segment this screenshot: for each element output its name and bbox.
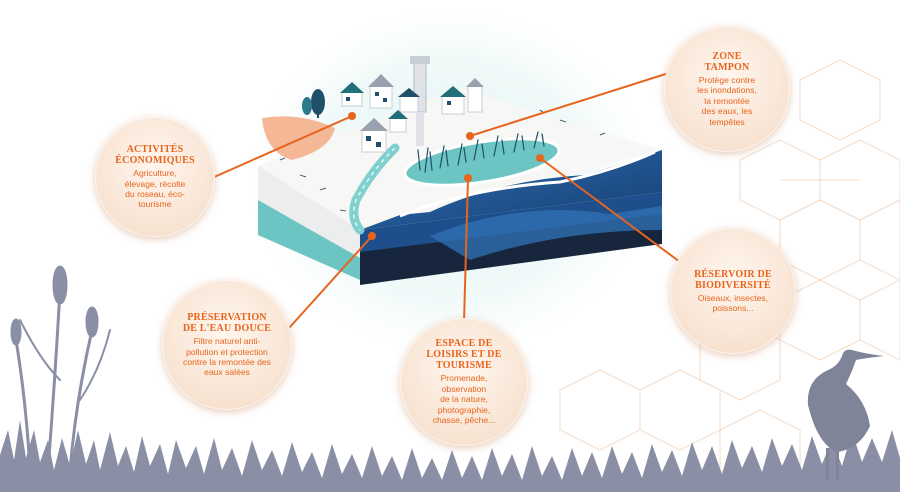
title-line: ACTIVITÉS [126, 144, 184, 156]
farm-field [262, 116, 335, 160]
title-line: TAMPON [704, 61, 750, 73]
bubble-title: ACTIVITÉS ÉCONOMIQUES [115, 144, 194, 166]
bubble-description: Protège contre les inondations, la remon… [697, 75, 757, 127]
desc-line: du roseau, éco- [125, 189, 185, 199]
desc-line: Protège contre [698, 74, 756, 85]
reed-plant [10, 265, 111, 472]
desc-line: tourisme [138, 199, 172, 210]
desc-line: chasse, pêche... [432, 415, 496, 426]
house [388, 110, 408, 133]
connector-activites [211, 115, 353, 179]
house [360, 118, 388, 153]
bubble-espace-loisirs-tourisme: ESPACE DE LOISIRS ET DE TOURISME Promena… [400, 318, 528, 446]
bubble-preservation-eau-douce: PRÉSERVATION DE L'EAU DOUCE Filtre natur… [162, 280, 292, 410]
trees [302, 89, 325, 118]
desc-line: élevage, récolte [124, 178, 186, 189]
desc-line: Promenade, [440, 373, 488, 384]
reeds [417, 131, 545, 173]
bubble-description: Promenade, observation de la nature, pho… [433, 373, 496, 425]
title-line: BIODIVERSITÉ [695, 279, 771, 291]
desc-line: Oiseaux, insectes, [697, 292, 769, 303]
bubble-reservoir-biodiversite: RÉSERVOIR DE BIODIVERSITÉ Oiseaux, insec… [670, 228, 796, 354]
desc-line: tempêtes [709, 116, 745, 127]
bubble-title: ZONE TAMPON [705, 51, 750, 73]
bubble-title: ESPACE DE LOISIRS ET DE TOURISME [426, 338, 501, 371]
connector-zone-tampon [469, 71, 673, 137]
desc-line: Filtre naturel anti- [193, 336, 261, 347]
desc-line: contre la remontée des [183, 357, 271, 367]
connector-eau-douce [279, 235, 373, 339]
house [368, 74, 394, 109]
title-line: DE L'EAU DOUCE [182, 323, 272, 335]
connector-dots [348, 112, 544, 240]
connector-loisirs [463, 177, 469, 323]
desc-line: photographie, [437, 404, 491, 415]
block-left-face [258, 166, 360, 262]
house [466, 78, 484, 113]
desc-line: les inondations, [697, 85, 757, 96]
sea-shore [399, 150, 656, 218]
title-line: RÉSERVOIR DE [694, 268, 772, 280]
desc-line: des eaux, les [701, 106, 753, 117]
title-line: LOISIRS ET DE [426, 349, 502, 361]
desc-line: eaux salées [204, 367, 250, 378]
grass-silhouette [0, 420, 900, 492]
bubble-title: PRÉSERVATION DE L'EAU DOUCE [183, 312, 271, 334]
desc-line: Agriculture, [133, 168, 177, 179]
block-front-waves [430, 206, 662, 260]
bubble-description: Oiseaux, insectes, poissons... [698, 293, 768, 314]
desc-line: de la nature, [440, 394, 488, 405]
bubble-description: Filtre naturel anti- pollution et protec… [183, 336, 271, 378]
terrain-marks [279, 109, 606, 212]
title-line: ZONE [712, 50, 742, 62]
house [340, 82, 364, 107]
sea-surface [360, 150, 662, 230]
bubble-description: Agriculture, élevage, récolte du roseau,… [125, 168, 186, 210]
desc-line: pollution et protection [186, 346, 268, 357]
desc-line: observation [441, 383, 487, 394]
block-left-water-face [258, 200, 360, 280]
heron-icon [807, 349, 884, 480]
house [398, 88, 420, 113]
desc-line: poissons... [712, 303, 754, 313]
connector-lines [211, 71, 681, 339]
title-line: ESPACE DE [435, 338, 493, 350]
connector-reservoir [539, 157, 681, 263]
house [440, 86, 466, 115]
title-line: PRÉSERVATION [187, 312, 267, 324]
desc-line: la remontée [704, 95, 750, 106]
village [340, 56, 484, 153]
title-line: TOURISME [436, 360, 492, 372]
landscape-block [258, 56, 662, 285]
bubble-activites-economiques: ACTIVITÉS ÉCONOMIQUES Agriculture, éleva… [95, 117, 215, 237]
title-line: ÉCONOMIQUES [115, 155, 195, 167]
bubble-zone-tampon: ZONE TAMPON Protège contre les inondatio… [664, 26, 790, 152]
bubble-title: RÉSERVOIR DE BIODIVERSITÉ [694, 269, 772, 291]
